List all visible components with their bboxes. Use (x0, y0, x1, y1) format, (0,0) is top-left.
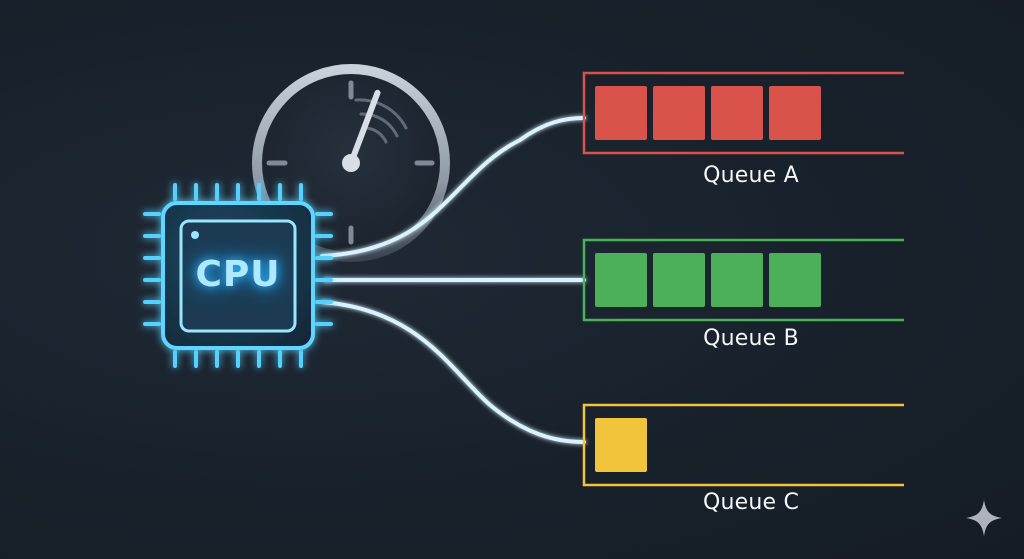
queue-b-item (711, 253, 763, 307)
queue-a-container (582, 71, 904, 155)
cpu-label: CPU (195, 254, 281, 295)
connector-to-queue-a (320, 116, 586, 258)
cpu-pins (143, 183, 333, 368)
queue-b-item (653, 253, 705, 307)
queue-c-container (582, 403, 904, 487)
queue-a-item (595, 86, 647, 140)
queues-group (582, 71, 904, 487)
queue-a-item (653, 86, 705, 140)
queue-b-item (769, 253, 821, 307)
queue-b-label: Queue B (703, 326, 799, 351)
sparkle-icon (966, 500, 1002, 536)
queue-a-label: Queue A (703, 163, 799, 188)
gauge-ticks (266, 80, 435, 245)
connectors (320, 116, 586, 444)
queue-c-label: Queue C (702, 490, 800, 515)
queue-a-item (711, 86, 763, 140)
queue-c-item (595, 418, 647, 472)
connector-to-queue-c (320, 300, 586, 444)
cpu-chip-icon (143, 183, 333, 368)
gauge-motion-arcs (354, 98, 408, 144)
queue-b-item (595, 253, 647, 307)
gauge-needle (342, 89, 381, 172)
queue-b-container (582, 238, 904, 322)
queue-a-item (769, 86, 821, 140)
